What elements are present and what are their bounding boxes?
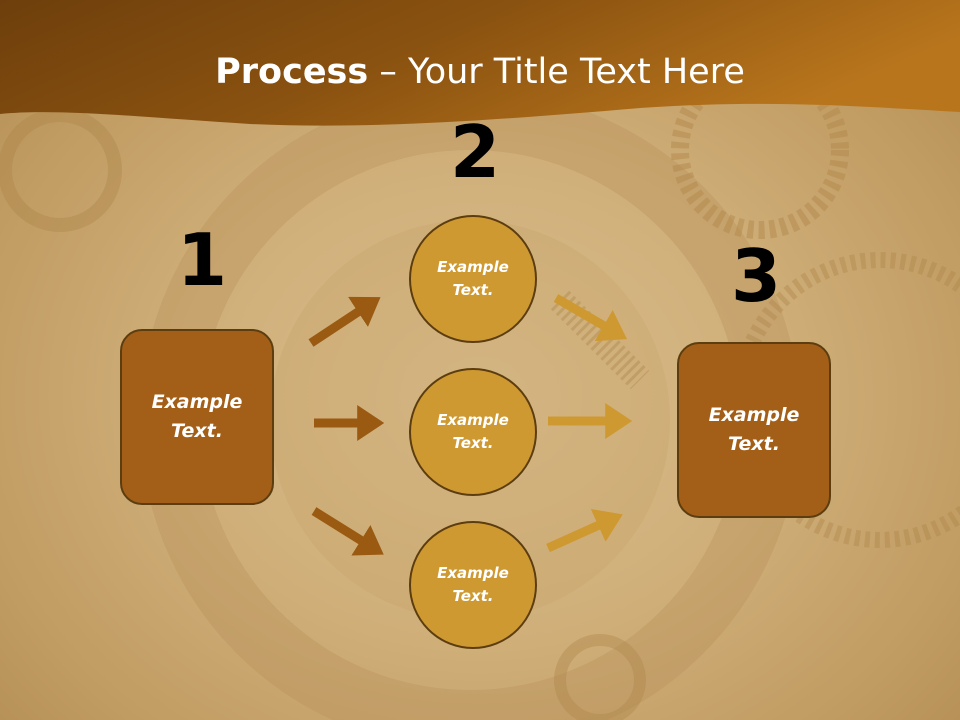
arrow-icon: [311, 507, 384, 556]
circle-top-text: Example Text.: [437, 258, 509, 299]
arrow-icon: [308, 296, 381, 347]
circle-middle: Example Text.: [409, 368, 537, 496]
circle-bottom: Example Text.: [409, 521, 537, 649]
left-box-text: Example Text.: [151, 391, 243, 442]
circle-middle-text: Example Text.: [437, 411, 509, 452]
step-number-1: 1: [177, 218, 228, 302]
slide-title: Process – Your Title Text Here: [0, 52, 960, 92]
circle-top: Example Text.: [409, 215, 537, 343]
title-rest: – Your Title Text Here: [368, 52, 745, 92]
arrow-icon: [546, 509, 623, 553]
right-box-text: Example Text.: [708, 404, 800, 455]
step-number-3: 3: [731, 234, 782, 318]
arrow-icon: [553, 294, 628, 342]
circle-bottom-text: Example Text.: [437, 564, 509, 605]
right-box: Example Text.: [677, 342, 831, 518]
title-bold: Process: [215, 52, 369, 92]
step-number-2: 2: [450, 110, 501, 194]
left-box: Example Text.: [120, 329, 274, 505]
